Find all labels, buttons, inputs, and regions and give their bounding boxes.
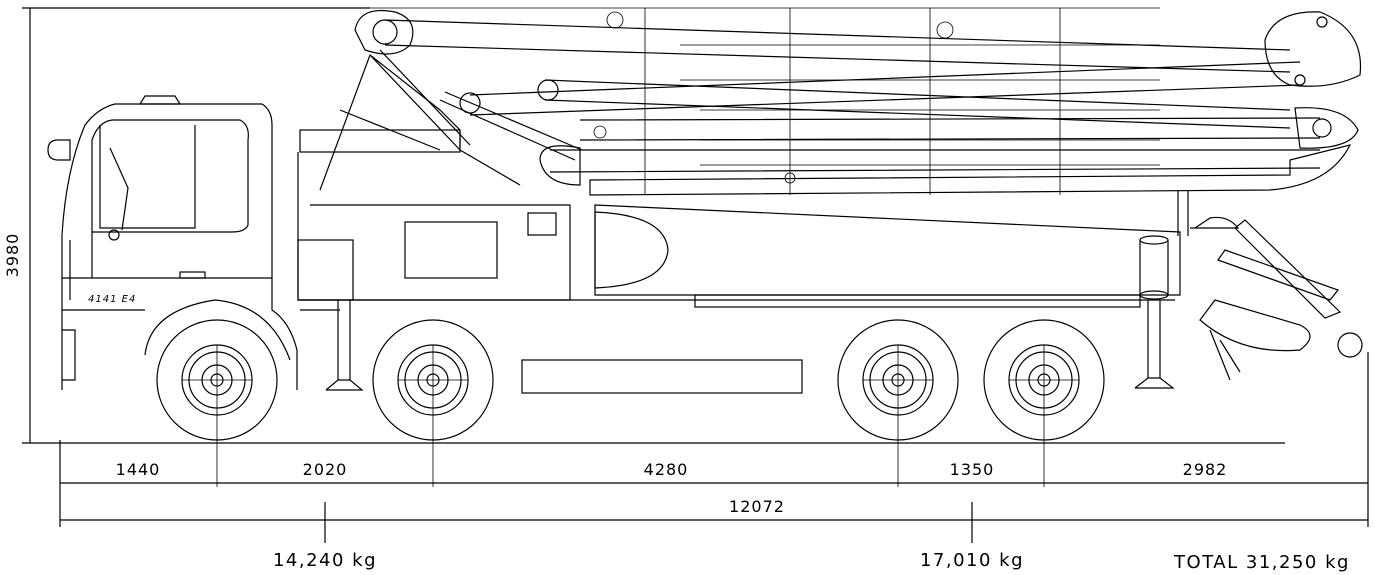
dim-front-overhang: 1440 xyxy=(116,460,161,479)
weight-rear-axles: 17,010 kg xyxy=(920,550,1024,571)
dim-axle-1-2: 2020 xyxy=(303,460,348,479)
height-label: 3980 xyxy=(3,233,22,278)
chassis xyxy=(297,129,1369,440)
weight-total: TOTAL 31,250 kg xyxy=(1173,552,1350,573)
weight-front-axles: 14,240 kg xyxy=(273,550,377,571)
boom-assembly xyxy=(319,7,1362,196)
truck-cab: 4141 E4 xyxy=(47,95,298,390)
total-length-dimension: 12072 xyxy=(60,497,1368,521)
axle-centerlines xyxy=(182,345,1079,487)
dim-axle-2-3: 4280 xyxy=(644,460,689,479)
cab-badge: 4141 E4 xyxy=(88,294,136,305)
dim-axle-3-4: 1350 xyxy=(950,460,995,479)
segment-dimensions: 1440 2020 4280 1350 2982 xyxy=(59,440,1369,527)
dim-rear-overhang: 2982 xyxy=(1183,460,1228,479)
height-dimension: 3980 xyxy=(3,7,370,444)
dim-total-length: 12072 xyxy=(729,497,785,516)
axle-load-markers: 14,240 kg 17,010 kg TOTAL 31,250 kg xyxy=(273,502,1350,573)
